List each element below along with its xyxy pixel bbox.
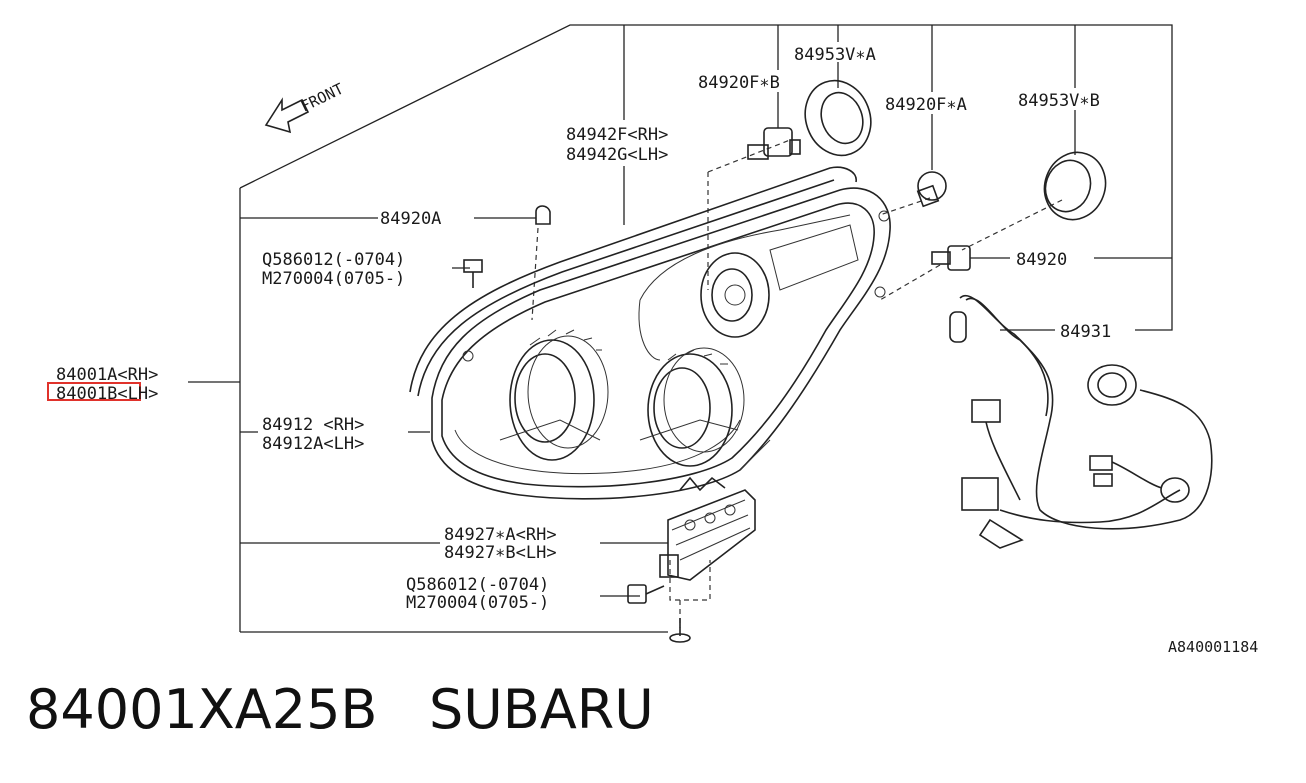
highlight-box — [47, 382, 141, 401]
label-84931: 84931 — [1060, 322, 1111, 342]
label-84942g: 84942G<LH> — [566, 145, 668, 165]
part-number: 84001XA25B — [26, 678, 378, 741]
cap-b-icon — [1043, 151, 1107, 221]
label-84001b: 84001B<LH> — [56, 384, 158, 404]
label-q586012-top: Q586012(-0704) — [262, 250, 405, 270]
label-84920f-b: 84920F∗B — [698, 73, 780, 93]
bolt-top-icon — [463, 259, 483, 288]
label-84927b: 84927∗B<LH> — [444, 543, 557, 563]
parts-diagram: FRONT — [47, 24, 1258, 656]
part-labels: 84953V∗A 84920F∗B 84920F∗A 84953V∗B 8494… — [47, 45, 1258, 656]
label-84920: 84920 — [1016, 250, 1067, 270]
front-arrow-icon: FRONT — [264, 80, 346, 134]
headlamp-assembly — [409, 166, 891, 500]
socket-icon — [747, 127, 801, 160]
wire-harness-icon — [949, 294, 1213, 549]
label-84920a: 84920A — [380, 209, 441, 229]
front-label: FRONT — [298, 80, 346, 116]
screw-icon — [669, 618, 691, 643]
label-84927a: 84927∗A<RH> — [444, 525, 557, 545]
caption: 84001XA25B SUBARU — [26, 678, 654, 741]
bracket-icon — [659, 489, 756, 581]
label-m270004-top: M270004(0705-) — [262, 269, 405, 289]
socket-84920-icon — [931, 245, 971, 271]
label-q586012-bot: Q586012(-0704) — [406, 575, 549, 595]
figure-code: A840001184 — [1168, 638, 1258, 656]
dashed-lines — [531, 139, 1063, 628]
label-84912: 84912 <RH> — [262, 415, 364, 435]
leader-lines — [408, 62, 1172, 597]
frame-lines — [188, 24, 1173, 633]
label-84920f-a: 84920F∗A — [885, 95, 967, 115]
label-84912a: 84912A<LH> — [262, 434, 364, 454]
label-84942f: 84942F<RH> — [566, 125, 668, 145]
bulb-icon — [916, 171, 947, 208]
label-m270004-bot: M270004(0705-) — [406, 593, 549, 613]
label-84953v-a: 84953V∗A — [794, 45, 876, 65]
bolt-bottom-icon — [627, 584, 665, 604]
brand-name: SUBARU — [428, 678, 654, 741]
small-parts — [463, 79, 1213, 643]
cap-a-icon — [804, 79, 872, 157]
label-84953v-b: 84953V∗B — [1018, 91, 1100, 111]
label-84001a: 84001A<RH> — [56, 365, 158, 385]
